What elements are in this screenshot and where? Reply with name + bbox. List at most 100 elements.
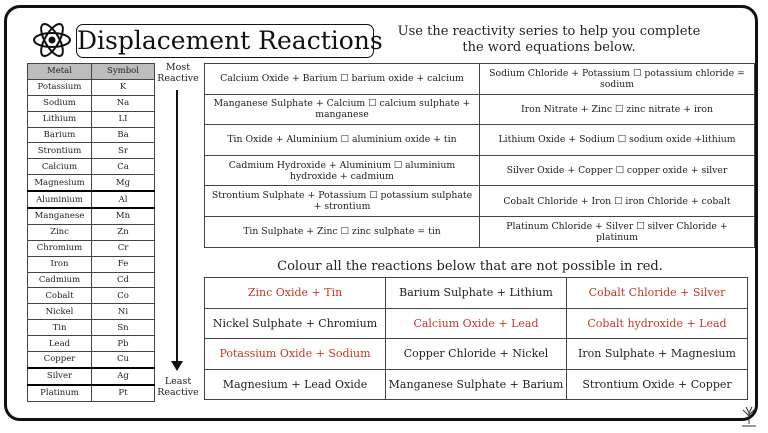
symbol-cell: Sn: [91, 319, 155, 337]
word-equations-table: Calcium Oxide + Barium ☐ barium oxide + …: [204, 63, 755, 248]
instructions: Use the reactivity series to help you co…: [397, 24, 701, 55]
symbol-cell: Fe: [91, 255, 155, 273]
word-equation-cell[interactable]: Iron Nitrate + Zinc ☐ zinc nitrate + iro…: [479, 93, 755, 126]
word-equation-cell[interactable]: Lithium Oxide + Sodium ☐ sodium oxide +l…: [479, 124, 755, 156]
metal-cell: Lithium: [27, 110, 92, 128]
word-equation-cell[interactable]: Platinum Chloride + Silver ☐ silver Chlo…: [479, 215, 755, 248]
page-title: Displacement Reactions: [77, 26, 383, 55]
reaction-cell[interactable]: Magnesium + Lead Oxide: [204, 368, 386, 400]
atom-icon: [33, 23, 71, 57]
metal-cell: Silver: [27, 367, 92, 386]
reaction-cell[interactable]: Cobalt hydroxide + Lead: [566, 307, 748, 339]
word-equation-cell[interactable]: Calcium Oxide + Barium ☐ barium oxide + …: [204, 63, 480, 95]
word-equation-cell[interactable]: Sodium Chloride + Potassium ☐ potassium …: [479, 63, 755, 95]
symbol-cell: Na: [91, 94, 155, 112]
tree-logo-icon: [742, 406, 756, 427]
symbol-cell: Co: [91, 287, 155, 305]
symbol-cell: Ca: [91, 158, 155, 176]
symbol-cell: Cr: [91, 239, 155, 257]
equation-row: Tin Oxide + Aluminium ☐ aluminium oxide …: [204, 124, 755, 156]
word-equation-cell[interactable]: Tin Sulphate + Zinc ☐ zinc sulphate = ti…: [204, 215, 480, 248]
metal-cell: Calcium: [27, 158, 92, 176]
symbol-cell: Sr: [91, 142, 155, 160]
word-equation-cell[interactable]: Strontium Sulphate + Potassium ☐ potassi…: [204, 185, 480, 217]
symbol-cell: Mg: [91, 174, 155, 193]
metal-cell: Tin: [27, 319, 92, 337]
metal-cell: Cadmium: [27, 271, 92, 289]
metal-cell: Barium: [27, 126, 92, 144]
table-header-row: Metal Symbol: [27, 63, 155, 80]
symbol-cell: Pt: [91, 384, 155, 402]
metal-cell: Strontium: [27, 142, 92, 160]
reaction-cell[interactable]: Barium Sulphate + Lithium: [385, 277, 567, 309]
metal-cell: Copper: [27, 351, 92, 369]
symbol-cell: Ni: [91, 303, 155, 321]
equation-row: Calcium Oxide + Barium ☐ barium oxide + …: [204, 63, 755, 95]
reaction-cell[interactable]: Manganese Sulphate + Barium: [385, 368, 567, 400]
symbol-cell: Cd: [91, 271, 155, 289]
word-equation-cell[interactable]: Manganese Sulphate + Calcium ☐ calcium s…: [204, 93, 480, 126]
equation-row: Tin Sulphate + Zinc ☐ zinc sulphate = ti…: [204, 215, 755, 248]
metal-cell: Zinc: [27, 223, 92, 241]
worksheet-frame: [4, 5, 758, 421]
word-equation-cell[interactable]: Cobalt Chloride + Iron ☐ iron Chloride +…: [479, 185, 755, 217]
equation-row: Manganese Sulphate + Calcium ☐ calcium s…: [204, 93, 755, 126]
word-equation-cell[interactable]: Cadmium Hydroxide + Aluminium ☐ aluminiu…: [204, 154, 480, 187]
header-metal: Metal: [27, 63, 92, 80]
metal-cell: Chromium: [27, 239, 92, 257]
reaction-cell[interactable]: Zinc Oxide + Tin: [204, 277, 386, 309]
metal-cell: Lead: [27, 335, 92, 353]
reaction-cell[interactable]: Potassium Oxide + Sodium: [204, 338, 386, 370]
symbol-cell: K: [91, 78, 155, 96]
metal-cell: Potassium: [27, 78, 92, 96]
reaction-cell[interactable]: Nickel Sulphate + Chromium: [204, 307, 386, 339]
metal-cell: Aluminium: [27, 190, 92, 210]
word-equation-cell[interactable]: Tin Oxide + Aluminium ☐ aluminium oxide …: [204, 124, 480, 156]
least-reactive-label: Least Reactive: [157, 376, 199, 398]
equation-row: Cadmium Hydroxide + Aluminium ☐ aluminiu…: [204, 154, 755, 187]
reaction-cell[interactable]: Copper Chloride + Nickel: [385, 338, 567, 370]
header-symbol: Symbol: [91, 63, 155, 80]
reaction-cell[interactable]: Calcium Oxide + Lead: [385, 307, 567, 339]
symbol-cell: LI: [91, 110, 155, 128]
symbol-cell: Cu: [91, 351, 155, 369]
word-equation-cell[interactable]: Silver Oxide + Copper ☐ copper oxide + s…: [479, 154, 755, 187]
metal-cell: Sodium: [27, 94, 92, 112]
reaction-cell[interactable]: Cobalt Chloride + Silver: [566, 277, 748, 309]
symbol-cell: Pb: [91, 335, 155, 353]
metal-cell: Magnesium: [27, 174, 92, 193]
symbol-cell: Al: [91, 190, 155, 210]
arrow-down-icon: [171, 361, 183, 371]
reaction-cell[interactable]: Strontium Oxide + Copper: [566, 368, 748, 400]
metal-cell: Cobalt: [27, 287, 92, 305]
colour-instructions: Colour all the reactions below that are …: [277, 259, 663, 274]
reaction-cell[interactable]: Iron Sulphate + Magnesium: [566, 338, 748, 370]
symbol-cell: Mn: [91, 207, 155, 225]
metal-cell: Nickel: [27, 303, 92, 321]
symbol-cell: Ba: [91, 126, 155, 144]
